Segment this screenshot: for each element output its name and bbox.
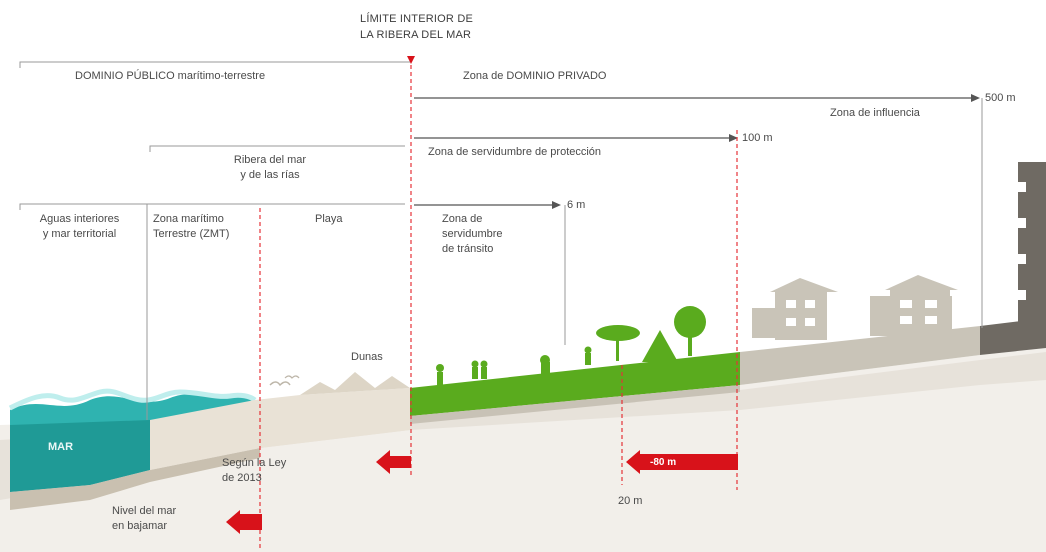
sea-deep [10, 420, 150, 492]
bird-2 [284, 375, 300, 379]
beach-sand [150, 388, 410, 470]
dunes-shape [300, 372, 410, 395]
dominio-publico-label: DOMINIO PÚBLICO marítimo-terrestre [75, 70, 266, 82]
nivel-note-line1: Nivel del mar [112, 505, 177, 517]
zona-influencia-label: Zona de influencia [830, 107, 920, 119]
distance-20m: 20 m [618, 495, 643, 507]
aguas-label-line2: y mar territorial [42, 228, 117, 240]
arrow-lines [414, 97, 972, 206]
red-arrow-bajamar [226, 510, 262, 534]
red-arrow-80 [626, 450, 738, 474]
green-zone [410, 352, 740, 416]
limit-title-line2: LA RIBERA DEL MAR [360, 29, 472, 41]
bracket-lines [19, 61, 983, 420]
reduction-80m-label: -80 m [650, 457, 677, 468]
seabed [10, 448, 260, 510]
ribera-label-line2: y de las rías [240, 169, 300, 181]
zmt-label-line1: Zona marítimo [153, 213, 224, 225]
servidumbre-proteccion-label: Zona de servidumbre de protección [428, 146, 602, 158]
limit-marker [407, 56, 415, 64]
aguas-label-line1: Aguas interiores [39, 213, 120, 225]
building-windows [1018, 182, 1026, 300]
distance-100m: 100 m [742, 132, 773, 144]
distance-500m: 500 m [985, 92, 1016, 104]
dominio-privado-label: Zona de DOMINIO PRIVADO [463, 70, 607, 82]
playa-label: Playa [315, 213, 343, 225]
bird-1 [269, 381, 291, 387]
limit-title-line1: LÍMITE INTERIOR DE [360, 13, 473, 25]
nivel-note-line2: en bajamar [112, 520, 168, 532]
ribera-label-line1: Ribera del mar [233, 154, 307, 166]
dunas-label: Dunas [351, 351, 383, 363]
red-arrow-limit [376, 450, 411, 474]
sea-waves [8, 388, 257, 411]
transito-label-line3: de tránsito [442, 243, 494, 255]
transito-label-line2: servidumbre [442, 228, 503, 240]
houses-ground [740, 326, 980, 385]
ley-note-line1: Según la Ley [222, 457, 287, 469]
arrow-heads [552, 94, 980, 209]
houses [752, 275, 958, 340]
mar-label: MAR [48, 441, 74, 453]
red-dashed-lines [259, 58, 738, 550]
house-windows [786, 300, 937, 326]
ley-note-line2: de 2013 [222, 472, 262, 484]
green-edge [410, 385, 740, 424]
earth-layer [0, 352, 1046, 500]
distance-6m: 6 m [567, 199, 586, 211]
green-figures [436, 306, 706, 386]
transito-label-line1: Zona de [442, 213, 483, 225]
zmt-label-line2: Terrestre (ZMT) [153, 228, 230, 240]
